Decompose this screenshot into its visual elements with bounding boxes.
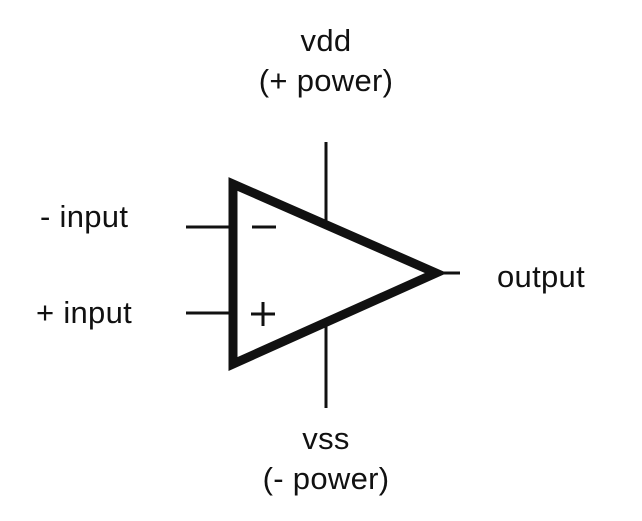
- vdd-label: vdd: [300, 23, 352, 58]
- vss-description: (- power): [262, 461, 390, 496]
- positive-input-label: + input: [36, 295, 133, 330]
- op-amp-triangle: [228, 177, 448, 371]
- negative-input-label: - input: [40, 199, 129, 234]
- plus-sign-icon: [251, 302, 275, 326]
- output-label: output: [497, 259, 585, 294]
- vdd-description: (+ power): [258, 63, 394, 98]
- vss-label: vss: [302, 421, 350, 456]
